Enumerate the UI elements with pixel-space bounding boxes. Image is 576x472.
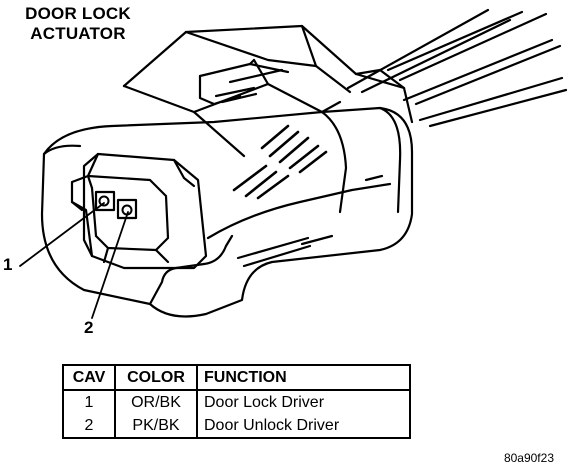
table-header-row: CAV COLOR FUNCTION xyxy=(62,364,411,391)
cavity-table: CAV COLOR FUNCTION 1 OR/BK Door Lock Dri… xyxy=(62,364,411,439)
cell-cav: 1 xyxy=(62,390,116,414)
table-row: 1 OR/BK Door Lock Driver xyxy=(62,390,411,414)
title-line-2: ACTUATOR xyxy=(30,24,126,43)
connector-top-housing xyxy=(122,24,414,158)
table-row: 2 PK/BK Door Unlock Driver xyxy=(62,414,411,439)
callout-1: 1 xyxy=(3,255,13,274)
wire-harness xyxy=(346,8,568,128)
header-function: FUNCTION xyxy=(196,364,411,391)
connector-ribs xyxy=(232,124,328,200)
title-line-1: DOOR LOCK xyxy=(25,4,131,23)
cell-cav: 2 xyxy=(62,414,116,439)
callout-2: 2 xyxy=(84,318,94,337)
header-color: COLOR xyxy=(114,364,198,391)
figure-id: 80a90f23 xyxy=(503,451,554,465)
cell-color: PK/BK xyxy=(114,414,198,439)
connector-face xyxy=(70,152,208,270)
terminal-cavity-1 xyxy=(94,190,116,212)
cell-function: Door Lock Driver xyxy=(196,390,411,414)
cell-function: Door Unlock Driver xyxy=(196,414,411,439)
cell-color: OR/BK xyxy=(114,390,198,414)
connector-body xyxy=(40,106,414,318)
connector-illustration xyxy=(19,8,568,319)
leader-line-1 xyxy=(19,202,105,267)
diagram-title: DOOR LOCK ACTUATOR xyxy=(8,4,148,44)
header-cav: CAV xyxy=(62,364,116,391)
leader-line-2 xyxy=(91,211,129,319)
